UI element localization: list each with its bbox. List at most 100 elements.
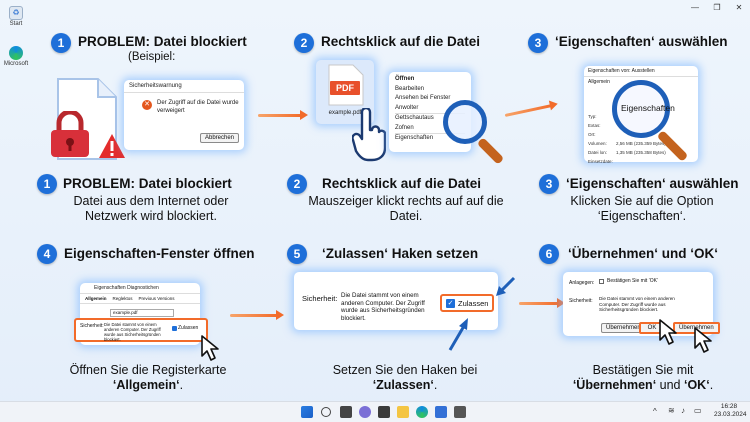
- windows-start-icon[interactable]: [301, 406, 313, 418]
- size-value: 2,56 MB (235.359 Bytes): [616, 141, 666, 146]
- widgets-icon[interactable]: [378, 406, 390, 418]
- edge-icon: [9, 46, 23, 60]
- tab-general[interactable]: Allgemein: [85, 296, 107, 301]
- prop-row: Ort:: [588, 132, 596, 137]
- step-5-description: Setzen Sie den Haken bei ‘Zulassen‘.: [300, 363, 510, 393]
- security-label: Sicherheit:: [569, 298, 593, 304]
- search-icon[interactable]: [321, 407, 331, 417]
- close-icon[interactable]: ✕: [735, 2, 743, 12]
- prop-row: Einsetzdate:: [588, 159, 613, 164]
- step-1-badge: 1: [51, 33, 71, 53]
- step-6-description: Bestätigen Sie mit ‘Übernehmen‘ und ‘OK‘…: [548, 363, 738, 393]
- chat-icon[interactable]: [359, 406, 371, 418]
- security-panel-zoom: Sicherheit: Die Datei stammt von einem a…: [294, 272, 498, 330]
- step-3-badge: 3: [528, 33, 548, 53]
- step-5-desc-text: Setzen Sie den Haken bei: [332, 363, 478, 377]
- file-explorer-icon[interactable]: [397, 406, 409, 418]
- desktop-icon-label: Start: [9, 21, 23, 27]
- step-6-badge: 6: [539, 244, 559, 264]
- security-text: Die Datei stammt von einem anderen Compu…: [599, 296, 675, 312]
- maximize-icon[interactable]: ❐: [713, 2, 721, 12]
- dialog-title: Sicherheitswarnung: [124, 80, 244, 93]
- step-1-title-2: PROBLEM: Datei blockiert: [63, 176, 232, 191]
- step-5-title: ‘Zulassen‘ Haken setzen: [322, 246, 479, 261]
- magnifier-handle: [476, 137, 505, 165]
- allow-label: Zulassen: [178, 325, 199, 331]
- desktop-icon-microsoft[interactable]: Microsoft: [2, 46, 30, 67]
- tab-previous-versions[interactable]: Previous Versions: [138, 296, 175, 301]
- filename-field[interactable]: example.pdf: [110, 309, 174, 317]
- step-5-desc-end: .: [433, 378, 438, 392]
- chevron-up-icon[interactable]: ^: [653, 407, 657, 416]
- magnifier-icon: [443, 100, 487, 144]
- pointer-arrow-icon: [496, 276, 516, 296]
- allow-checkbox-highlight[interactable]: ✓ Zulassen: [440, 294, 495, 312]
- step-5-badge: 5: [287, 244, 307, 264]
- menu-item-open[interactable]: Öffnen: [395, 76, 415, 82]
- attributes-text: Bestätigen Sie mit ‘OK‘: [607, 278, 659, 284]
- magnifier-icon: Eigenschaften: [612, 80, 675, 138]
- tab-sharing[interactable]: Reglektos: [112, 296, 133, 301]
- mouse-pointer-icon: [659, 319, 677, 345]
- recycle-bin-icon: ♻: [9, 6, 23, 20]
- checkbox-confirm[interactable]: [599, 279, 604, 284]
- step-6-desc-and: und: [656, 378, 684, 392]
- step-2-title: Rechtsklick auf die Datei: [321, 34, 481, 49]
- step-4-desc-text: Öffnen Sie die Registerkarte: [69, 363, 227, 377]
- ok-button[interactable]: OK: [639, 322, 665, 334]
- step-5-desc-bold: ‘Zulassen‘: [372, 378, 434, 392]
- app-icon[interactable]: [454, 406, 466, 418]
- desktop-icon-start[interactable]: ♻ Start: [4, 6, 28, 27]
- step-1-badge-2: 1: [37, 174, 57, 194]
- step-2-badge-2: 2: [287, 174, 307, 194]
- cancel-button[interactable]: Abbrechen: [200, 133, 240, 143]
- security-text: Die Datei stammt von einem anderen Compu…: [104, 322, 161, 342]
- step-1-subtitle: (Beispiel:: [128, 51, 176, 63]
- tab-general[interactable]: Allgemein: [588, 79, 610, 85]
- menu-item-edit[interactable]: Bearbeiten: [395, 85, 425, 92]
- allow-label: Zulassen: [458, 298, 489, 308]
- properties-title: Eigenschaften Diagnostichen: [80, 283, 200, 294]
- prop-row: Volumen:: [588, 141, 607, 146]
- flow-arrow: [230, 310, 284, 320]
- step-6-desc-bold-ok: ‘OK‘: [683, 378, 710, 392]
- task-view-icon[interactable]: [340, 406, 352, 418]
- security-label: Sicherheit:: [80, 323, 104, 329]
- clock-date: 23.03.2024: [714, 411, 747, 418]
- error-icon: ✕: [142, 100, 152, 110]
- menu-item-view[interactable]: Ansehen bei Fenster: [395, 95, 451, 101]
- size-value: 1,35 MB (235.358 Bytes): [616, 150, 666, 155]
- desktop-icon-label: Microsoft: [3, 61, 29, 67]
- battery-icon[interactable]: ▭: [694, 406, 702, 415]
- store-icon[interactable]: [435, 406, 447, 418]
- step-3-title-2: ‘Eigenschaften‘ auswählen: [566, 176, 739, 191]
- padlock-icon: [51, 111, 89, 157]
- flow-arrow: [504, 104, 553, 117]
- edge-icon[interactable]: [416, 406, 428, 418]
- menu-item-send[interactable]: Anwolter: [395, 104, 419, 111]
- properties-title: Eigenschaften von: Ausstellen: [584, 66, 698, 77]
- step-3-badge-2: 3: [539, 174, 559, 194]
- mouse-pointer-icon: [694, 327, 712, 353]
- mouse-pointer-icon: [201, 335, 219, 361]
- step-3-description: Klicken Sie auf die Option ‘Eigenschafte…: [570, 194, 714, 223]
- menu-item-zip[interactable]: Zofnen: [395, 124, 414, 131]
- clock[interactable]: 16:28 23.03.2024: [714, 403, 747, 419]
- volume-icon[interactable]: ♪: [681, 406, 685, 415]
- clock-time: 16:28: [720, 403, 738, 410]
- blocked-file-illustration: [51, 75, 125, 167]
- security-label: Sicherheit:: [302, 294, 338, 303]
- menu-item-share[interactable]: Gettschautaus: [395, 113, 465, 124]
- step-2-description: Mauszeiger klickt rechts auf auf die Dat…: [308, 194, 504, 223]
- security-text: Die Datei stammt von einem anderen Compu…: [341, 292, 425, 322]
- checkbox-allow[interactable]: [172, 326, 177, 331]
- security-warning-dialog: Sicherheitswarnung ✕ Der Zugriff auf die…: [124, 80, 244, 150]
- minimize-icon[interactable]: —: [691, 2, 699, 12]
- checkmark-icon[interactable]: ✓: [446, 298, 455, 308]
- pdf-badge: PDF: [330, 81, 360, 95]
- wifi-icon[interactable]: ≋: [668, 406, 675, 415]
- step-2-badge: 2: [294, 33, 314, 53]
- menu-item-properties[interactable]: Eigenschaften: [395, 133, 465, 144]
- step-6-desc-end: .: [709, 378, 714, 392]
- warning-icon: [99, 134, 125, 158]
